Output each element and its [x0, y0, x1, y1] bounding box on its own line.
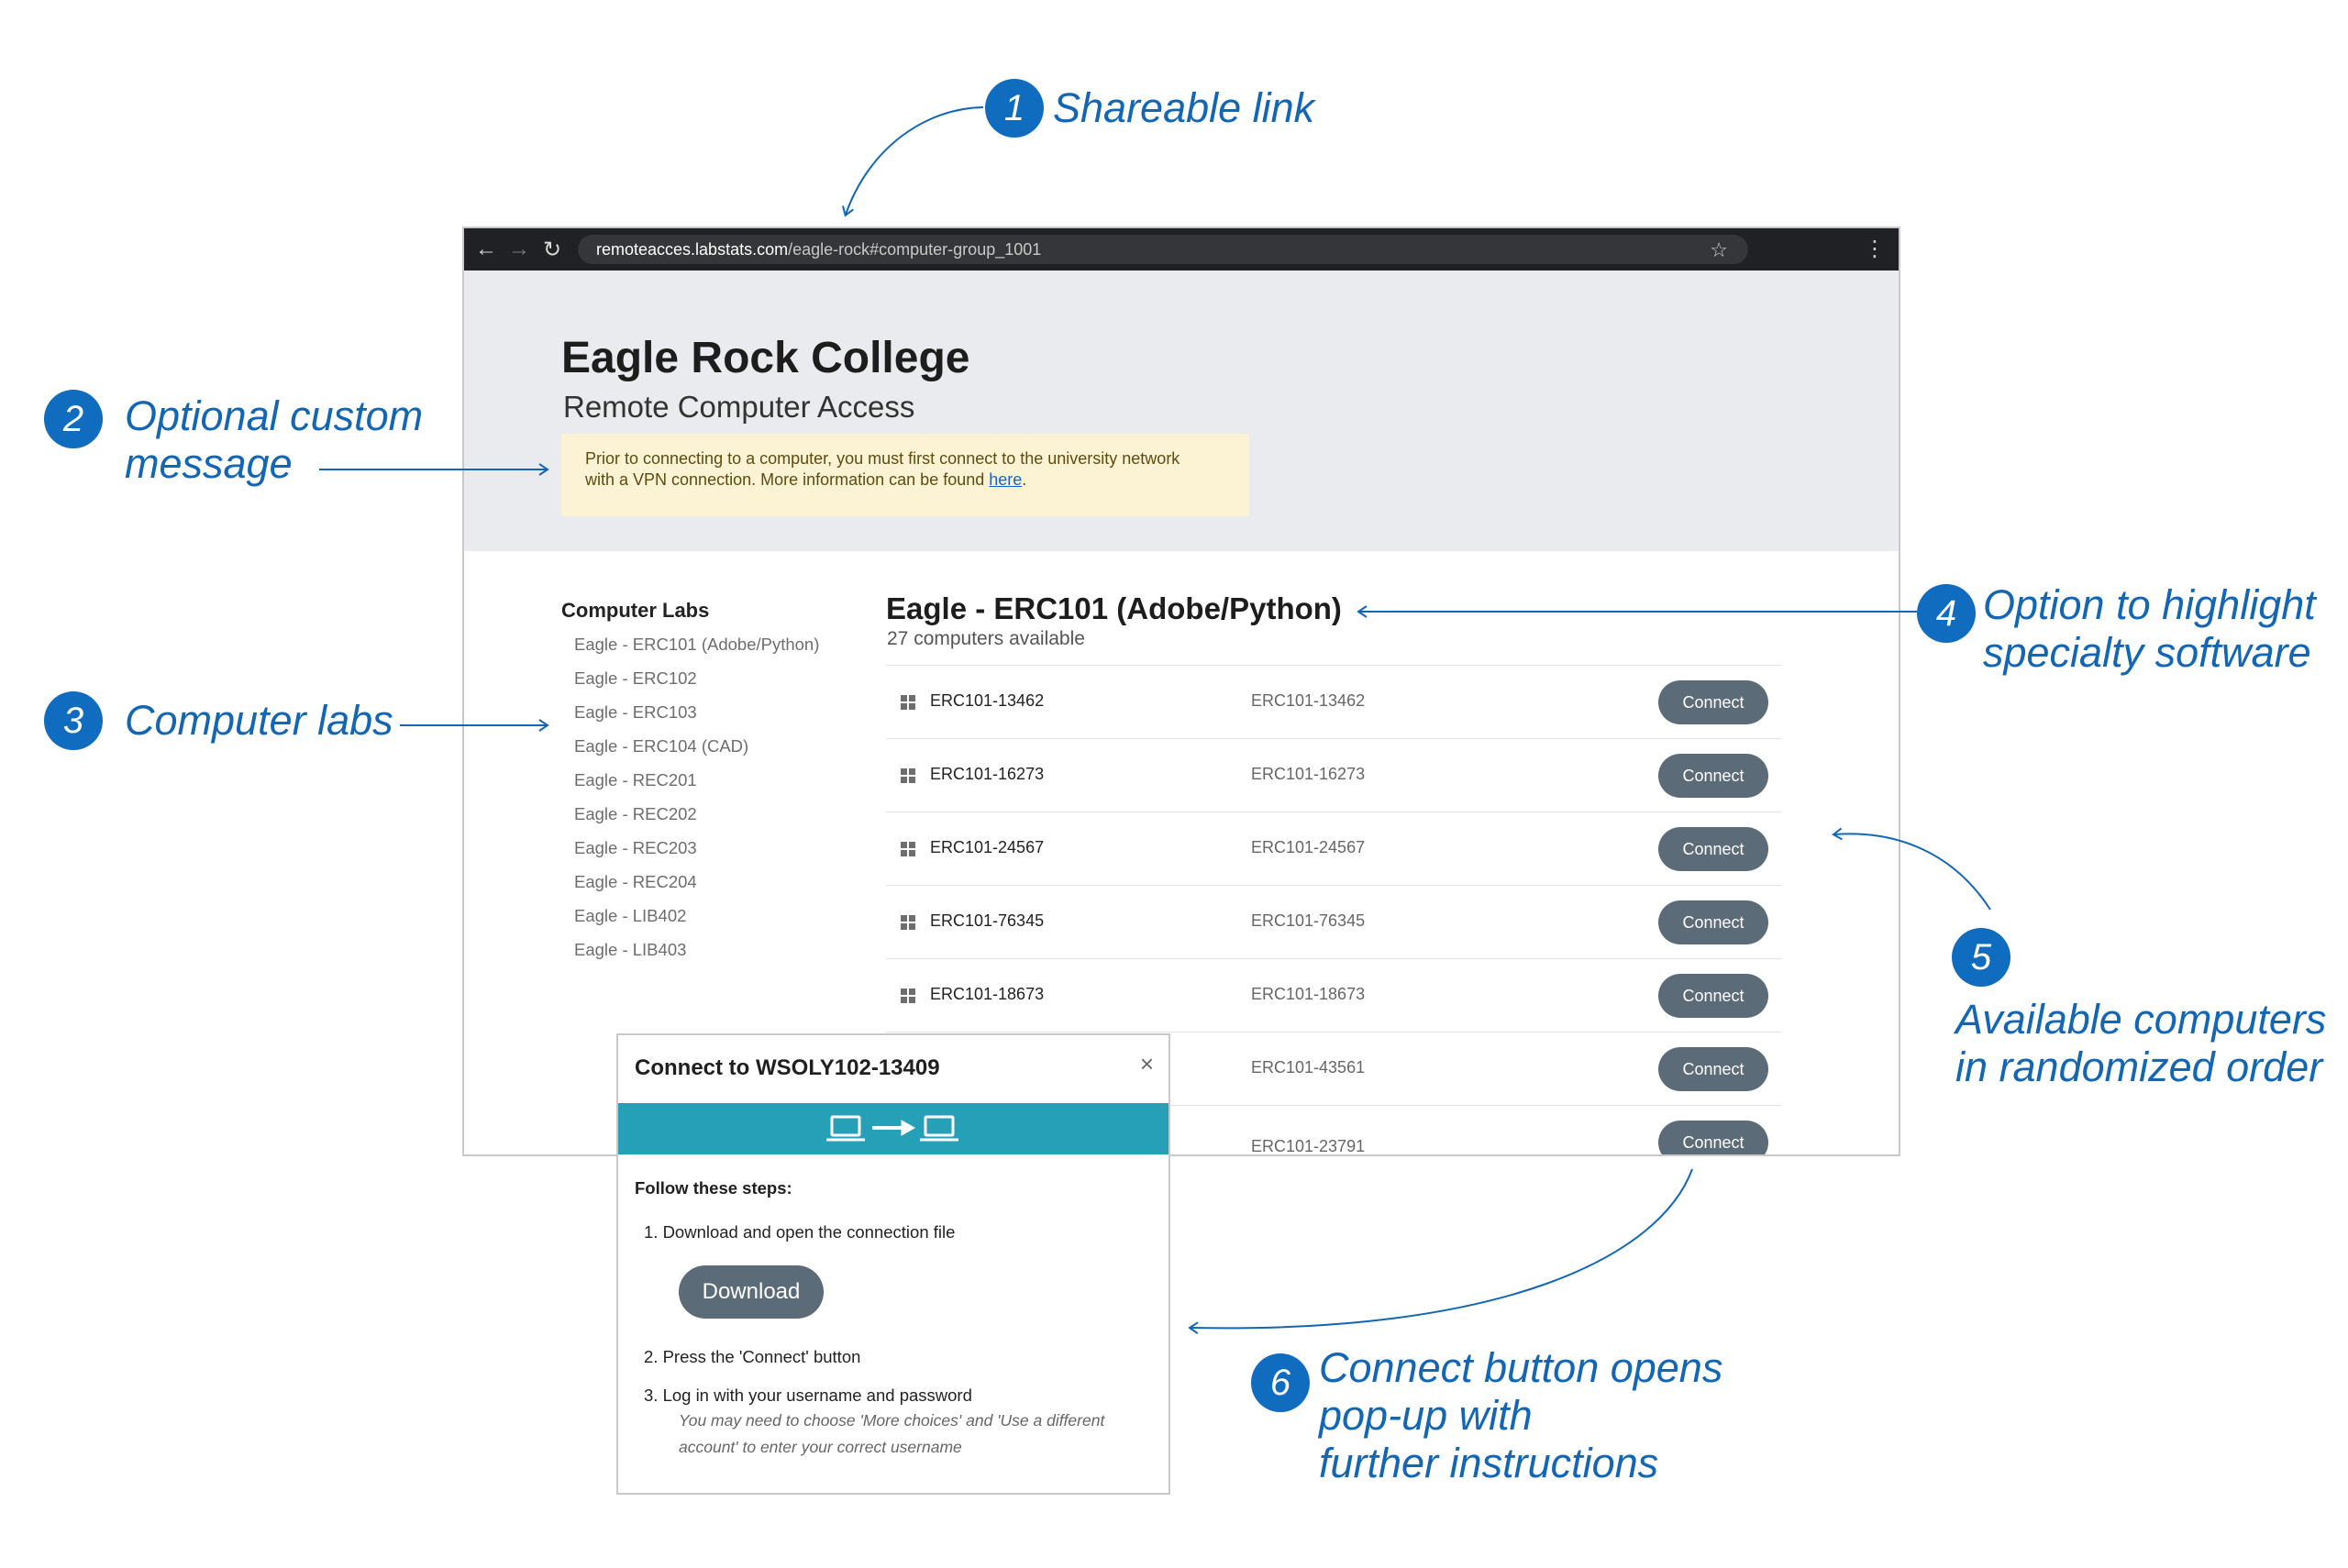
modal-title: Connect to WSOLY102-13409 — [635, 1055, 940, 1080]
computer-id: ERC101-76345 — [1251, 911, 1366, 930]
sidebar-item-lib403[interactable]: Eagle - LIB403 — [574, 940, 687, 959]
callout-badge-5: 5 — [1952, 928, 2010, 987]
arrow-right-icon — [872, 1120, 916, 1136]
sidebar-item-erc101[interactable]: Eagle - ERC101 (Adobe/Python) — [574, 635, 820, 654]
connect-button[interactable]: Connect — [1658, 900, 1768, 944]
forward-arrow-icon[interactable]: → — [508, 237, 530, 261]
page-header: Eagle Rock College Remote Computer Acces… — [464, 271, 1899, 551]
callout-5-line-1: Available computers — [1955, 996, 2327, 1043]
windows-icon — [901, 988, 915, 1003]
browser-window: ← → ↻ remoteacces.labstats.com/eagle-roc… — [462, 226, 1900, 1156]
computer-list: ERC101-13462 ERC101-13462 Connect ERC101… — [886, 665, 1781, 1155]
windows-icon — [901, 842, 915, 856]
custom-message: Prior to connecting to a computer, you m… — [561, 434, 1249, 516]
notice-end: . — [1022, 470, 1027, 489]
page-subtitle: Remote Computer Access — [563, 390, 915, 424]
close-icon[interactable]: × — [1139, 1050, 1154, 1077]
step-3: 3. Log in with your username and passwor… — [644, 1386, 972, 1405]
sidebar-item-lib402[interactable]: Eagle - LIB402 — [574, 906, 687, 925]
computer-name: ERC101-13462 — [930, 691, 1045, 710]
sidebar-lab-list: Eagle - ERC101 (Adobe/Python) Eagle - ER… — [574, 634, 819, 973]
sidebar-item-erc102[interactable]: Eagle - ERC102 — [574, 668, 697, 688]
callout-1: Shareable link — [1053, 84, 1315, 131]
sidebar-item-rec202[interactable]: Eagle - REC202 — [574, 804, 697, 823]
callout-3: Computer labs — [125, 697, 393, 744]
computer-id: ERC101-13462 — [1251, 691, 1366, 710]
steps-heading: Follow these steps: — [635, 1178, 792, 1198]
callout-badge-1: 1 — [985, 79, 1044, 138]
sidebar-item-rec201[interactable]: Eagle - REC201 — [574, 770, 697, 790]
table-row: ERC101-16273 ERC101-16273 Connect — [886, 738, 1781, 812]
windows-icon — [901, 768, 915, 783]
back-arrow-icon[interactable]: ← — [475, 237, 497, 261]
callout-2-line-2: message — [125, 440, 293, 487]
sidebar-item-rec203[interactable]: Eagle - REC203 — [574, 838, 697, 857]
star-icon[interactable]: ☆ — [1710, 238, 1728, 261]
step-1: 1. Download and open the connection file — [644, 1222, 956, 1242]
connect-button[interactable]: Connect — [1658, 1047, 1768, 1091]
table-row: ERC101-18673 ERC101-18673 Connect — [886, 958, 1781, 1032]
sidebar-item-erc103[interactable]: Eagle - ERC103 — [574, 702, 697, 722]
callout-badge-2: 2 — [44, 390, 103, 448]
table-row: ERC101-43561 Connect — [886, 1032, 1781, 1105]
laptop-connect-illustration — [826, 1115, 958, 1142]
laptop-icon — [920, 1115, 958, 1142]
computer-id: ERC101-16273 — [1251, 765, 1366, 783]
arrow-6 — [1188, 1168, 1693, 1334]
connect-modal: Connect to WSOLY102-13409 × Follow these… — [616, 1033, 1170, 1495]
lab-title: Eagle - ERC101 (Adobe/Python) — [886, 591, 1342, 625]
sidebar-title: Computer Labs — [561, 599, 710, 622]
table-row: ERC101-23791 Connect — [886, 1105, 1781, 1155]
callout-badge-3: 3 — [44, 691, 103, 750]
callout-4-line-1: Option to highlight — [1983, 581, 2316, 628]
step-3-note-line-1: You may need to choose 'More choices' an… — [679, 1411, 1105, 1430]
callout-5-line-2: in randomized order — [1955, 1043, 2323, 1090]
kebab-menu-icon[interactable]: ⋮ — [1864, 237, 1886, 261]
callout-6-line-1: Connect button opens — [1319, 1344, 1723, 1391]
table-row: ERC101-13462 ERC101-13462 Connect — [886, 665, 1781, 738]
step-3-note-line-2: account' to enter your correct username — [679, 1438, 962, 1456]
computer-id: ERC101-23791 — [1251, 1137, 1366, 1155]
connect-button[interactable]: Connect — [1658, 827, 1768, 871]
url-host: remoteacces.labstats.com — [596, 239, 789, 259]
connect-button[interactable]: Connect — [1658, 680, 1768, 724]
callout-4-line-2: specialty software — [1983, 629, 2311, 676]
url-path: /eagle-rock#computer-group_1001 — [788, 239, 1042, 259]
laptop-icon — [826, 1115, 865, 1142]
sidebar-item-erc104[interactable]: Eagle - ERC104 (CAD) — [574, 736, 749, 756]
callout-2-line-1: Optional custom — [125, 392, 424, 439]
callout-badge-6: 6 — [1251, 1353, 1310, 1412]
reload-icon[interactable]: ↻ — [542, 237, 562, 262]
table-row: ERC101-24567 ERC101-24567 Connect — [886, 812, 1781, 885]
step-2: 2. Press the 'Connect' button — [644, 1347, 861, 1366]
connect-button[interactable]: Connect — [1658, 974, 1768, 1018]
computer-id: ERC101-18673 — [1251, 985, 1366, 1003]
connect-button[interactable]: Connect — [1658, 1121, 1768, 1154]
modal-banner — [618, 1103, 1168, 1154]
download-button[interactable]: Download — [679, 1265, 824, 1319]
notice-link[interactable]: here — [989, 470, 1023, 489]
callout-6-line-2: pop-up with — [1319, 1392, 1533, 1439]
computer-name: ERC101-18673 — [930, 985, 1045, 1003]
callout-6-line-3: further instructions — [1319, 1440, 1659, 1486]
callout-badge-4: 4 — [1917, 584, 1976, 643]
windows-icon — [901, 915, 915, 930]
computer-id: ERC101-43561 — [1251, 1058, 1366, 1077]
computers-available-count: 27 computers available — [887, 628, 1085, 649]
address-bar[interactable]: remoteacces.labstats.com/eagle-rock#comp… — [578, 235, 1748, 264]
connect-button[interactable]: Connect — [1658, 754, 1768, 798]
windows-icon — [901, 695, 915, 710]
arrow-1 — [842, 106, 984, 217]
computer-name: ERC101-76345 — [930, 911, 1045, 930]
table-row: ERC101-76345 ERC101-76345 Connect — [886, 885, 1781, 958]
page-title: Eagle Rock College — [561, 334, 970, 382]
computer-id: ERC101-24567 — [1251, 838, 1366, 856]
notice-line-1: Prior to connecting to a computer, you m… — [585, 449, 1180, 468]
computer-name: ERC101-16273 — [930, 765, 1045, 783]
computer-name: ERC101-24567 — [930, 838, 1045, 856]
notice-line-2: with a VPN connection. More information … — [585, 470, 990, 489]
sidebar-item-rec204[interactable]: Eagle - REC204 — [574, 872, 697, 891]
browser-toolbar: ← → ↻ remoteacces.labstats.com/eagle-roc… — [464, 228, 1899, 271]
